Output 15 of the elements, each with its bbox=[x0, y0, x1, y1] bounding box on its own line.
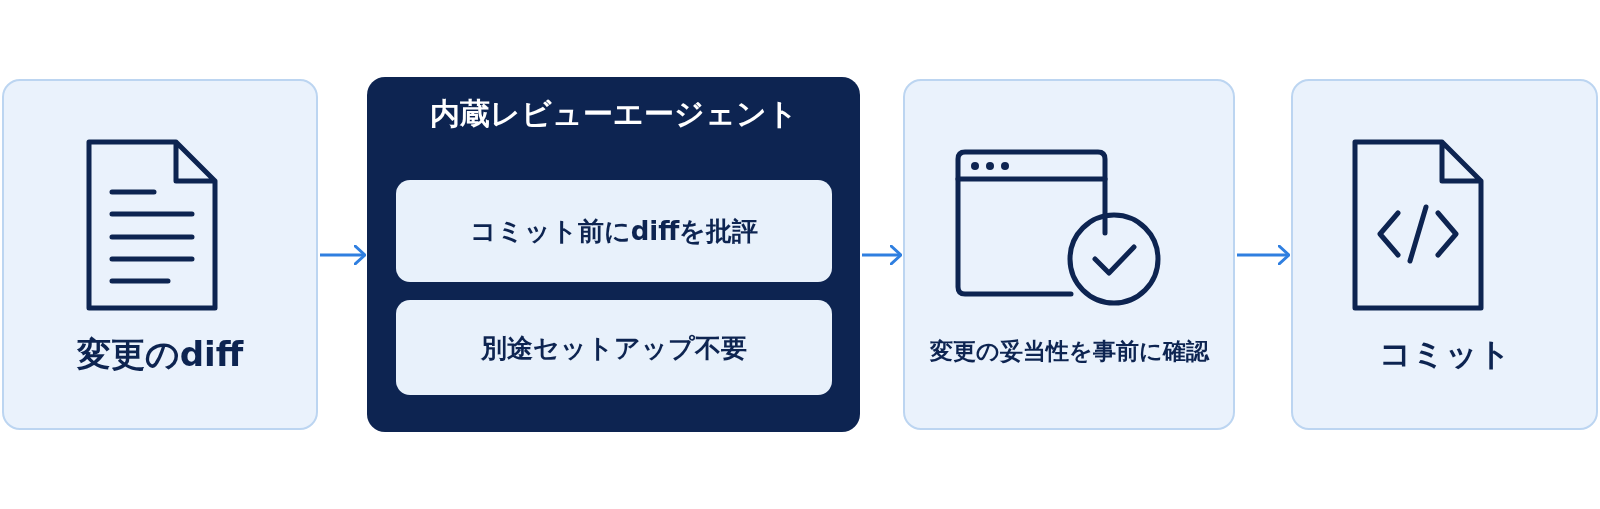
arrow bbox=[1237, 244, 1291, 266]
step-label: コミット bbox=[1377, 334, 1512, 375]
agent-panel bbox=[367, 77, 860, 432]
step-label: コミット前にdiffを批評 bbox=[468, 214, 760, 248]
step-label: 変更のdiff bbox=[75, 333, 245, 376]
step-box bbox=[903, 79, 1235, 430]
arrow bbox=[320, 244, 367, 266]
arrow bbox=[862, 244, 903, 266]
step-label: 変更の妥当性を事前に確認 bbox=[928, 336, 1211, 366]
step-label: 別途セットアップ不要 bbox=[480, 331, 748, 364]
panel-title: 内蔵レビューエージェント bbox=[428, 95, 799, 133]
step-box bbox=[1291, 79, 1598, 430]
step-box bbox=[2, 79, 318, 430]
feature-box bbox=[396, 180, 832, 282]
feature-box bbox=[396, 300, 832, 395]
